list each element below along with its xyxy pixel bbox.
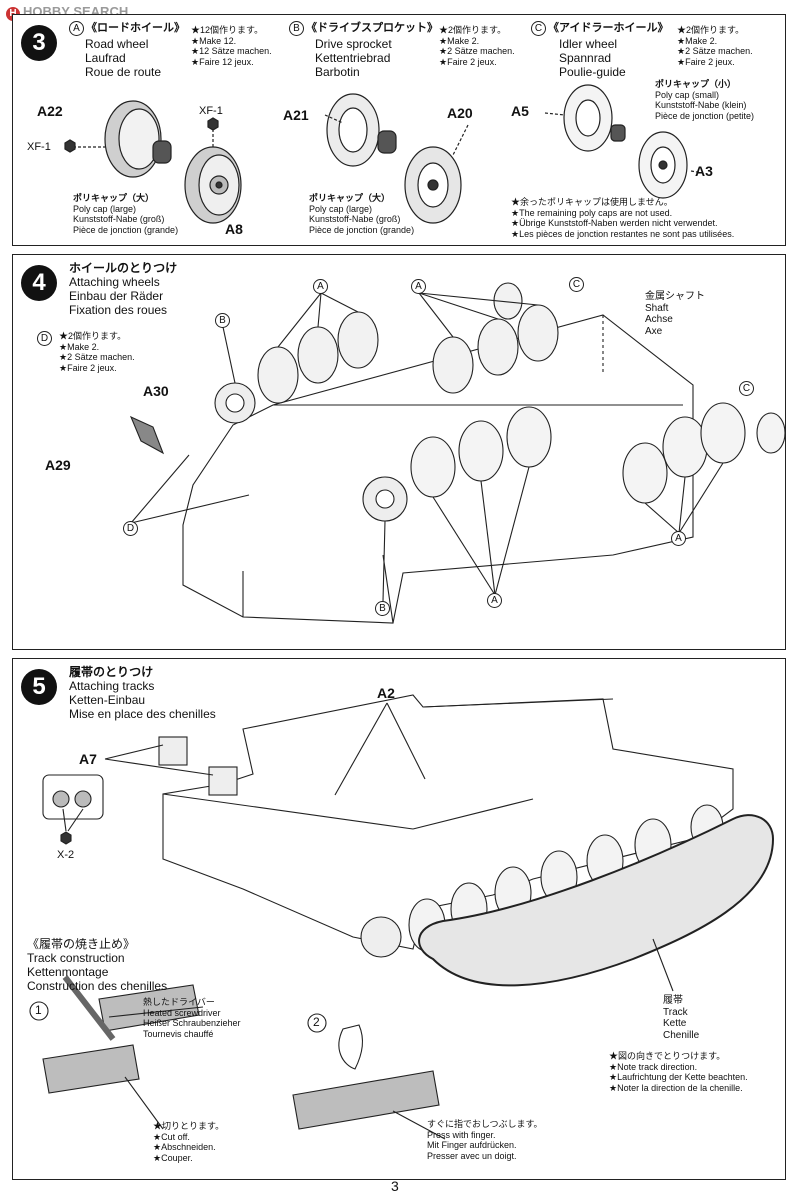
part-a5-label: A5 bbox=[511, 103, 529, 119]
xf1-top-label: XF-1 bbox=[199, 105, 223, 117]
xf1-left-label: XF-1 bbox=[27, 141, 51, 153]
step-4-drawing bbox=[129, 282, 785, 624]
polycap-large-note-2: ポリキャップ（大） Poly cap (large) Kunststoff-Na… bbox=[309, 193, 415, 235]
step-5-drawing bbox=[29, 694, 775, 1140]
callout-c-1: C bbox=[569, 277, 584, 292]
callout-a-2: A bbox=[411, 279, 426, 294]
letter-c-marker: C bbox=[531, 21, 546, 36]
step-4-panel: 4 ホイールのとりつけ Attaching wheels Einbau der … bbox=[12, 254, 786, 650]
part-a7-label: A7 bbox=[79, 751, 97, 767]
callout-c-2: C bbox=[739, 381, 754, 396]
track-construction-title: 《履帯の焼き止め》 Track construction Kettenmonta… bbox=[27, 937, 168, 993]
remaining-polycap-note: ★余ったポリキャップは使用しません。 ★The remaining poly c… bbox=[511, 197, 735, 239]
part-a30-label: A30 bbox=[143, 383, 169, 399]
track-label: 履帯 Track Kette Chenille bbox=[663, 995, 700, 1041]
callout-d-bottom: D bbox=[123, 521, 138, 536]
step-3-panel: 3 A《ロードホイール》 Road wheel Laufrad Roue de … bbox=[12, 14, 786, 246]
step-3-number: 3 bbox=[21, 25, 57, 61]
polycap-large-note-1: ポリキャップ（大） Poly cap (large) Kunststoff-Na… bbox=[73, 193, 179, 235]
step-5-panel: 5 履帯のとりつけ Attaching tracks Ketten-Einbau… bbox=[12, 658, 786, 1180]
road-wheel-title: A《ロードホイール》 bbox=[69, 21, 185, 36]
road-wheel-names: Road wheel Laufrad Roue de route bbox=[85, 37, 162, 79]
idler-names: Idler wheel Spannrad Poulie-guide bbox=[559, 37, 626, 79]
sprocket-make-note: ★2個作ります。 ★Make 2. ★2 Sätze machen. ★Fair… bbox=[439, 25, 515, 67]
part-a2-label: A2 bbox=[377, 685, 395, 701]
part-x2-label: X-2 bbox=[57, 849, 75, 861]
step-5-title: 履帯のとりつけ Attaching tracks Ketten-Einbau M… bbox=[69, 665, 216, 721]
sprocket-names: Drive sprocket Kettentriebrad Barbotin bbox=[315, 37, 392, 79]
callout-a-1: A bbox=[313, 279, 328, 294]
part-a29-label: A29 bbox=[45, 457, 71, 473]
part-a8-label: A8 bbox=[225, 221, 243, 237]
idler-make-note: ★2個作ります。 ★Make 2. ★2 Sätze machen. ★Fair… bbox=[677, 25, 753, 67]
letter-b-marker: B bbox=[289, 21, 304, 36]
step-4-d-make-note: ★2個作ります。 ★Make 2. ★2 Sätze machen. ★Fair… bbox=[59, 331, 135, 373]
page-number: 3 bbox=[391, 1178, 399, 1194]
callout-a-3: A bbox=[487, 593, 502, 608]
part-a22-label: A22 bbox=[37, 103, 63, 119]
substep-1-number: 1 bbox=[35, 1003, 42, 1017]
heated-screwdriver-note: 熱したドライバー Heated screwdriver Heißer Schra… bbox=[143, 997, 241, 1039]
callout-b-2: B bbox=[375, 601, 390, 616]
press-finger-note: すぐに指でおしつぶします。 Press with finger. Mit Fin… bbox=[427, 1119, 543, 1161]
part-a21-label: A21 bbox=[283, 107, 309, 123]
sprocket-title: B《ドライブスプロケット》 bbox=[289, 21, 438, 36]
callout-a-4: A bbox=[671, 531, 686, 546]
part-a20-label: A20 bbox=[447, 105, 473, 121]
step-4-title: ホイールのとりつけ Attaching wheels Einbau der Rä… bbox=[69, 261, 178, 317]
polycap-small-note: ポリキャップ（小） Poly cap (small) Kunststoff-Na… bbox=[655, 79, 755, 121]
callout-b-1: B bbox=[215, 313, 230, 328]
letter-a-marker: A bbox=[69, 21, 84, 36]
road-wheel-make-note: ★12個作ります。 ★Make 12. ★12 Sätze machen. ★F… bbox=[191, 25, 272, 67]
step-3-drawing bbox=[64, 84, 704, 224]
shaft-label: 金属シャフト Shaft Achse Axe bbox=[645, 291, 705, 337]
step-5-number: 5 bbox=[21, 669, 57, 705]
callout-d-top: D bbox=[37, 331, 52, 346]
cut-off-note: ★切りとります。 ★Cut off. ★Abschneiden. ★Couper… bbox=[153, 1121, 225, 1163]
part-a3-label: A3 bbox=[695, 163, 713, 179]
track-direction-note: ★図の向きでとりつけます。 ★Note track direction. ★La… bbox=[609, 1051, 748, 1093]
substep-2-number: 2 bbox=[313, 1015, 320, 1029]
step-4-number: 4 bbox=[21, 265, 57, 301]
idler-title: C《アイドラーホイール》 bbox=[531, 21, 668, 36]
